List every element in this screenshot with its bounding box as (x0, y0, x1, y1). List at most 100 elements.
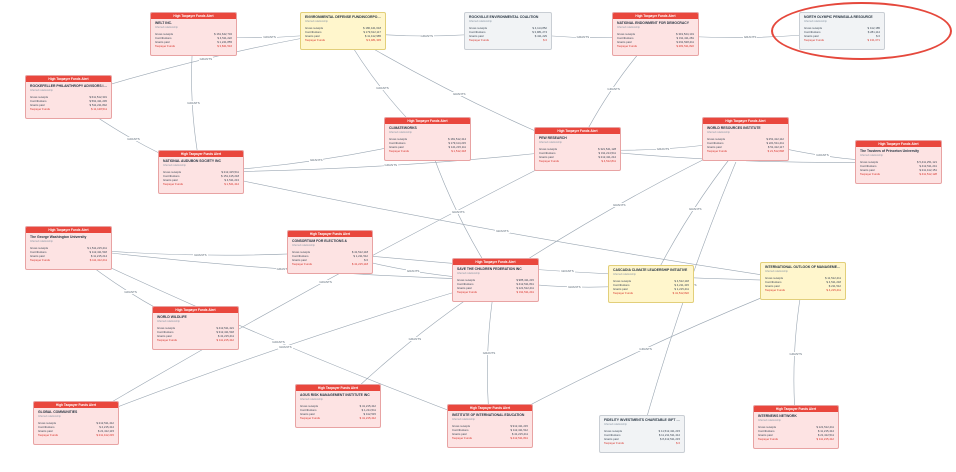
node-subtitle: Inferred relationship (38, 415, 61, 418)
edge-label: GRANTS (318, 279, 333, 284)
stat-value: $ 221,511,411 (766, 141, 784, 145)
node-subtitle: Inferred relationship (617, 26, 640, 29)
stat-label: Taxpayer Funds (804, 38, 824, 42)
stat-row: Contributions$ 11,215,412 (758, 429, 834, 433)
stat-row: Gross receipts$ 1,511,215,411 (30, 246, 107, 250)
stat-value: $ 311,511,241 (516, 290, 534, 294)
stat-row: Taxpayer Funds$ 41,215,412 (300, 416, 376, 420)
stat-label: Taxpayer Funds (30, 107, 50, 111)
stat-row: Contributions$ 412,511,241 (860, 164, 937, 168)
stat-label: Gross receipts (389, 137, 408, 141)
stat-row: Gross receipts$ 41,512,118 (292, 250, 368, 254)
stat-label: Gross receipts (452, 424, 471, 428)
stat-row: Contributions$ 179,612,117 (305, 30, 381, 34)
stat-label: Taxpayer Funds (860, 172, 880, 176)
edge-label: GRANTS (815, 153, 830, 158)
stat-label: Gross receipts (155, 32, 174, 36)
stat-label: Taxpayer Funds (292, 262, 312, 266)
stat-row: Taxpayer Funds$ 4,512,811 (539, 159, 616, 163)
stat-row: Gross receipts$ 321,541,128 (539, 147, 616, 151)
edge-label: GRANTS (638, 346, 653, 351)
alert-label: High Taxpayer Funds Alert (878, 142, 919, 146)
stat-value: $ 511,211,842 (89, 103, 107, 107)
stat-row: Grants paid$ 291,528,411 (617, 40, 694, 44)
stat-value: $ 112,411,512 (510, 428, 528, 432)
edge-label: GRANTS (788, 351, 804, 356)
stat-row: Contributions$ 4,215,412 (38, 425, 114, 429)
stat-row: Gross receipts$ 161,642,732 (155, 32, 232, 36)
alert-label: High Taxpayer Funds Alert (775, 407, 817, 411)
stat-label: Taxpayer Funds (758, 437, 778, 441)
stat-value: $ 21,512,848 (767, 149, 784, 153)
stat-row: Taxpayer Funds$ 0 (604, 441, 680, 445)
alert-banner: High Taxpayer Funds Alert (535, 128, 620, 134)
stat-row: Taxpayer Funds$ 1,512,418 (389, 149, 466, 153)
stat-value: $ 41,215,118 (351, 262, 368, 266)
alert-label: High Taxpayer Funds Alert (173, 14, 214, 18)
alert-banner: High Taxpayer Funds Alert (703, 118, 788, 124)
edge-label: GRANTS (308, 158, 324, 163)
node-subtitle: Inferred relationship (389, 131, 412, 134)
stat-row: Taxpayer Funds$ 111,215,412 (758, 437, 834, 441)
org-node[interactable]: FIDELITY INVESTMENTS CHARITABLE GIFT FUN… (599, 415, 685, 453)
stat-row: Contributions$ 412,511,841 (457, 282, 534, 286)
stat-value: $ 41,215,411 (217, 334, 234, 338)
edge-label: GRANTS (278, 344, 293, 349)
stat-label: Grants paid (539, 155, 554, 159)
edge-label: GRANTS (275, 266, 291, 271)
stat-label: Grants paid (617, 40, 632, 44)
stat-label: Grants paid (155, 40, 170, 44)
stat-label: Gross receipts (804, 26, 823, 30)
stat-label: Taxpayer Funds (469, 38, 489, 42)
stat-label: Contributions (804, 30, 821, 34)
stat-value: $ 141,215,111 (448, 145, 466, 149)
stat-value: $ 41,512,822 (672, 291, 689, 295)
stat-row: Grants paid$ 21,412,511 (758, 433, 834, 437)
stat-label: Contributions (469, 30, 486, 34)
stat-label: Grants paid (758, 433, 773, 437)
stat-value: $ 312,411,518 (216, 330, 234, 334)
stat-value: $ 211,412,151 (919, 168, 937, 172)
stat-row: Gross receipts$ 11,512,411,215 (604, 429, 680, 433)
node-body: CONSORTIUM FOR ELECTIONS &Inferred relat… (288, 237, 372, 268)
stat-value: $ 0 (676, 441, 680, 445)
stat-value: $ 1,512,418 (451, 149, 466, 153)
node-subtitle: Inferred relationship (604, 423, 627, 426)
stat-label: Contributions (38, 425, 55, 429)
stat-value: $ 411,229 (534, 34, 547, 38)
stat-label: Contributions (758, 429, 775, 433)
stat-value: $ 11,211,511,412 (658, 433, 680, 437)
edge-line (68, 247, 491, 427)
stat-label: Grants paid (305, 34, 320, 38)
stat-value: $ 411,512,128 (919, 172, 937, 176)
stat-row: Contributions$ 112,411,512 (452, 428, 528, 432)
node-subtitle: Inferred relationship (452, 418, 475, 421)
edge-label: GRANTS (495, 229, 510, 234)
stat-row: Grants paid$ 41,215,411 (157, 334, 234, 338)
alert-label: High Taxpayer Funds Alert (55, 403, 97, 407)
